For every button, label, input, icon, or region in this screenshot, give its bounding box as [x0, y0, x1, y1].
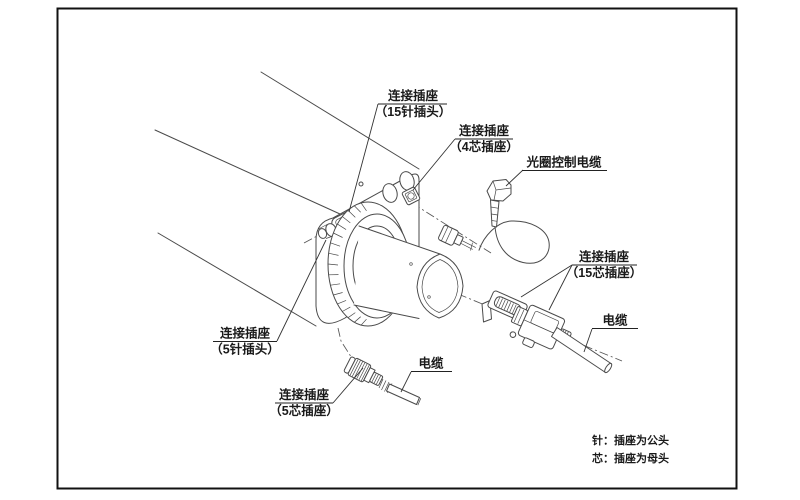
- plug-4pin: [438, 225, 476, 251]
- connector-5core: [343, 356, 384, 386]
- plate-socket-4core: [401, 186, 421, 206]
- camera-body: [353, 225, 464, 319]
- diagram-frame: [56, 7, 738, 490]
- leader-5core: [332, 367, 364, 404]
- label-5core-line1: 连接插座: [279, 387, 330, 402]
- label-5pin-line1: 连接插座: [220, 326, 271, 341]
- screw-post: [509, 331, 517, 338]
- label-aperture-cable: 光圈控制电缆: [525, 155, 602, 170]
- leader-15core-plug: [548, 264, 573, 311]
- leader-4core: [412, 138, 456, 191]
- lens-barrel: [154, 71, 420, 327]
- dsub-15-assembly: [481, 290, 613, 374]
- leader-15core-socket: [520, 264, 573, 298]
- label-15core-line2: （15芯插座）: [566, 265, 642, 280]
- label-15pin-line1: 连接插座: [388, 88, 439, 103]
- cable-break-marks: [378, 378, 393, 394]
- label-5pin-line2: （5针插头）: [210, 342, 279, 357]
- plate-hole: [382, 183, 398, 203]
- leader-cable-bottom: [400, 371, 412, 393]
- label-cable-bottom: 电缆: [418, 356, 444, 371]
- callout-labels: 连接插座 （15针插头） 连接插座 （4芯插座） 光圈控制电缆 连接插座 （15…: [210, 88, 642, 418]
- leader-lines: [276, 103, 593, 404]
- aperture-control-cable: [438, 179, 550, 264]
- label-15pin-line2: （15针插头）: [375, 104, 451, 119]
- label-5core-line2: （5芯插座）: [269, 403, 338, 418]
- coiled-cable: [478, 220, 550, 264]
- label-4core-line1: 连接插座: [459, 123, 510, 138]
- label-4core-line2: （4芯插座）: [449, 139, 518, 154]
- callout-underlines: [213, 103, 638, 404]
- leader-cable-right: [583, 328, 593, 353]
- connector-5core-assembly: [343, 356, 422, 406]
- label-15core-line1: 连接插座: [579, 249, 630, 264]
- leader-aperture-cable: [505, 169, 524, 187]
- leader-15pin: [348, 103, 379, 213]
- legend-note: 针：插座为公头 芯：插座为母头: [592, 433, 669, 465]
- label-cable-right: 电缆: [602, 313, 628, 328]
- cable-bottom: [386, 383, 420, 405]
- note-line1: 针：插座为公头: [592, 433, 669, 447]
- plate-screw: [358, 181, 364, 187]
- cable-end: [604, 362, 613, 374]
- right-angle-connector: [486, 179, 512, 228]
- leader-5pin: [276, 239, 327, 342]
- note-line2: 芯：插座为母头: [592, 451, 669, 465]
- ring-knurl: [327, 202, 367, 326]
